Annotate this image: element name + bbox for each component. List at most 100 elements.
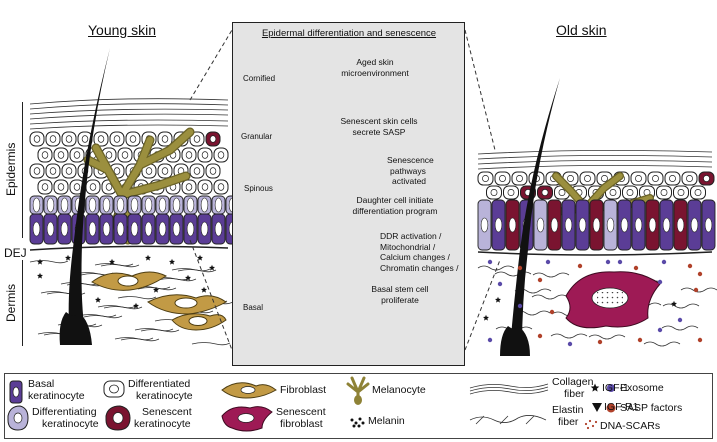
exosome — [605, 259, 611, 265]
sasp-factor — [693, 287, 699, 293]
cell-nucleus — [32, 197, 41, 213]
cell-nucleus — [33, 167, 41, 175]
cell-nucleus — [186, 197, 195, 213]
cell-nucleus — [635, 175, 642, 182]
cell-nucleus — [89, 183, 97, 191]
dermis-bracket — [22, 260, 23, 346]
legend-melanocyte: Melanocyte — [372, 384, 426, 396]
igf1-star — [37, 272, 43, 279]
dermis-fiber — [29, 260, 69, 264]
cell-nucleus — [113, 135, 121, 143]
dermis-fiber — [97, 305, 137, 309]
igf1-star — [209, 264, 215, 271]
cell-nucleus — [214, 221, 223, 237]
old-dej-line — [477, 251, 713, 256]
legend-igf1: IGF-1 — [602, 382, 629, 394]
sasp-factor — [537, 277, 543, 283]
cell-nucleus — [102, 197, 111, 213]
legend-fibroblast: Fibroblast — [280, 384, 327, 396]
dermis-fiber — [494, 271, 532, 277]
old-hair — [510, 78, 560, 348]
cell-nucleus — [578, 217, 587, 233]
legend-exosome: Exosome — [620, 382, 664, 394]
legend-dna-scars-icon — [584, 419, 598, 430]
cell-nucleus — [73, 183, 81, 191]
cell-nucleus — [541, 189, 549, 196]
dermis-fiber — [550, 333, 588, 339]
cell-nucleus — [201, 151, 209, 159]
cell-nucleus — [161, 167, 169, 175]
dermis-fiber — [662, 303, 700, 309]
igf1-star — [201, 286, 207, 293]
cell-nucleus — [686, 175, 693, 182]
young-fibroblasts — [91, 271, 227, 331]
sasp-factor — [687, 263, 693, 269]
igf1-star — [133, 302, 139, 309]
cell-nucleus — [201, 183, 209, 191]
cell-nucleus — [508, 217, 517, 233]
sasp-factor — [517, 265, 523, 271]
exosome — [677, 317, 683, 323]
old-cornified-layer — [477, 150, 713, 170]
exosome — [487, 337, 493, 343]
cell-nucleus — [65, 135, 73, 143]
cell-nucleus — [634, 217, 643, 233]
legend-exosome-icon — [607, 384, 615, 392]
sasp-factor — [633, 265, 639, 271]
igf1-star — [169, 258, 175, 265]
cell-nucleus — [185, 183, 193, 191]
igf1-star — [185, 274, 191, 281]
cell-nucleus — [185, 151, 193, 159]
cell-nucleus — [105, 183, 113, 191]
dermis-fiber — [531, 294, 569, 300]
dermis-fiber — [117, 296, 157, 300]
cell-nucleus — [200, 221, 209, 237]
igf1-star — [153, 286, 159, 293]
igf1-star — [483, 314, 489, 321]
cell-nucleus — [186, 221, 195, 237]
legend-melanin-icon — [350, 417, 365, 428]
cell-nucleus — [105, 151, 113, 159]
exosome — [617, 259, 623, 265]
cell-nucleus — [558, 189, 566, 196]
cell-nucleus — [677, 189, 685, 196]
cell-nucleus — [217, 183, 225, 191]
cell-nucleus — [494, 217, 503, 233]
igf1-star — [671, 300, 677, 307]
cell-nucleus — [161, 135, 169, 143]
cell-nucleus — [88, 221, 97, 237]
dermis-fiber — [171, 268, 211, 272]
legend-sasp-factors: SASP factors — [620, 402, 683, 414]
cell-nucleus — [60, 221, 69, 237]
cell-nucleus — [73, 151, 81, 159]
old-skin-illustration — [477, 78, 717, 356]
cell-nucleus — [158, 197, 167, 213]
sasp-factor — [597, 339, 603, 345]
igf1-star — [495, 296, 501, 303]
cell-nucleus — [626, 189, 634, 196]
cell-nucleus — [660, 189, 668, 196]
cell-nucleus — [480, 217, 489, 233]
old-hair-bulb — [500, 326, 530, 356]
igf1-star — [109, 258, 115, 265]
legend-melanin: Melanin — [368, 415, 405, 427]
legend-igfr1: IGF-R1 — [604, 401, 639, 413]
igf1-star — [37, 258, 43, 265]
dermis-fiber — [60, 282, 100, 286]
cell-nucleus — [145, 167, 153, 175]
exosome — [657, 279, 663, 285]
cell-nucleus — [116, 221, 125, 237]
igf1-star — [65, 254, 71, 261]
cell-nucleus — [144, 221, 153, 237]
sasp-factor — [577, 263, 583, 269]
legend-basal-keratinocyte-icon — [9, 380, 23, 404]
cell-nucleus — [214, 197, 223, 213]
cell-nucleus — [193, 167, 201, 175]
cell-nucleus — [550, 217, 559, 233]
legend-fibroblast-icon — [221, 382, 277, 399]
zoom-guide-lines — [189, 29, 501, 351]
exosome — [517, 303, 523, 309]
